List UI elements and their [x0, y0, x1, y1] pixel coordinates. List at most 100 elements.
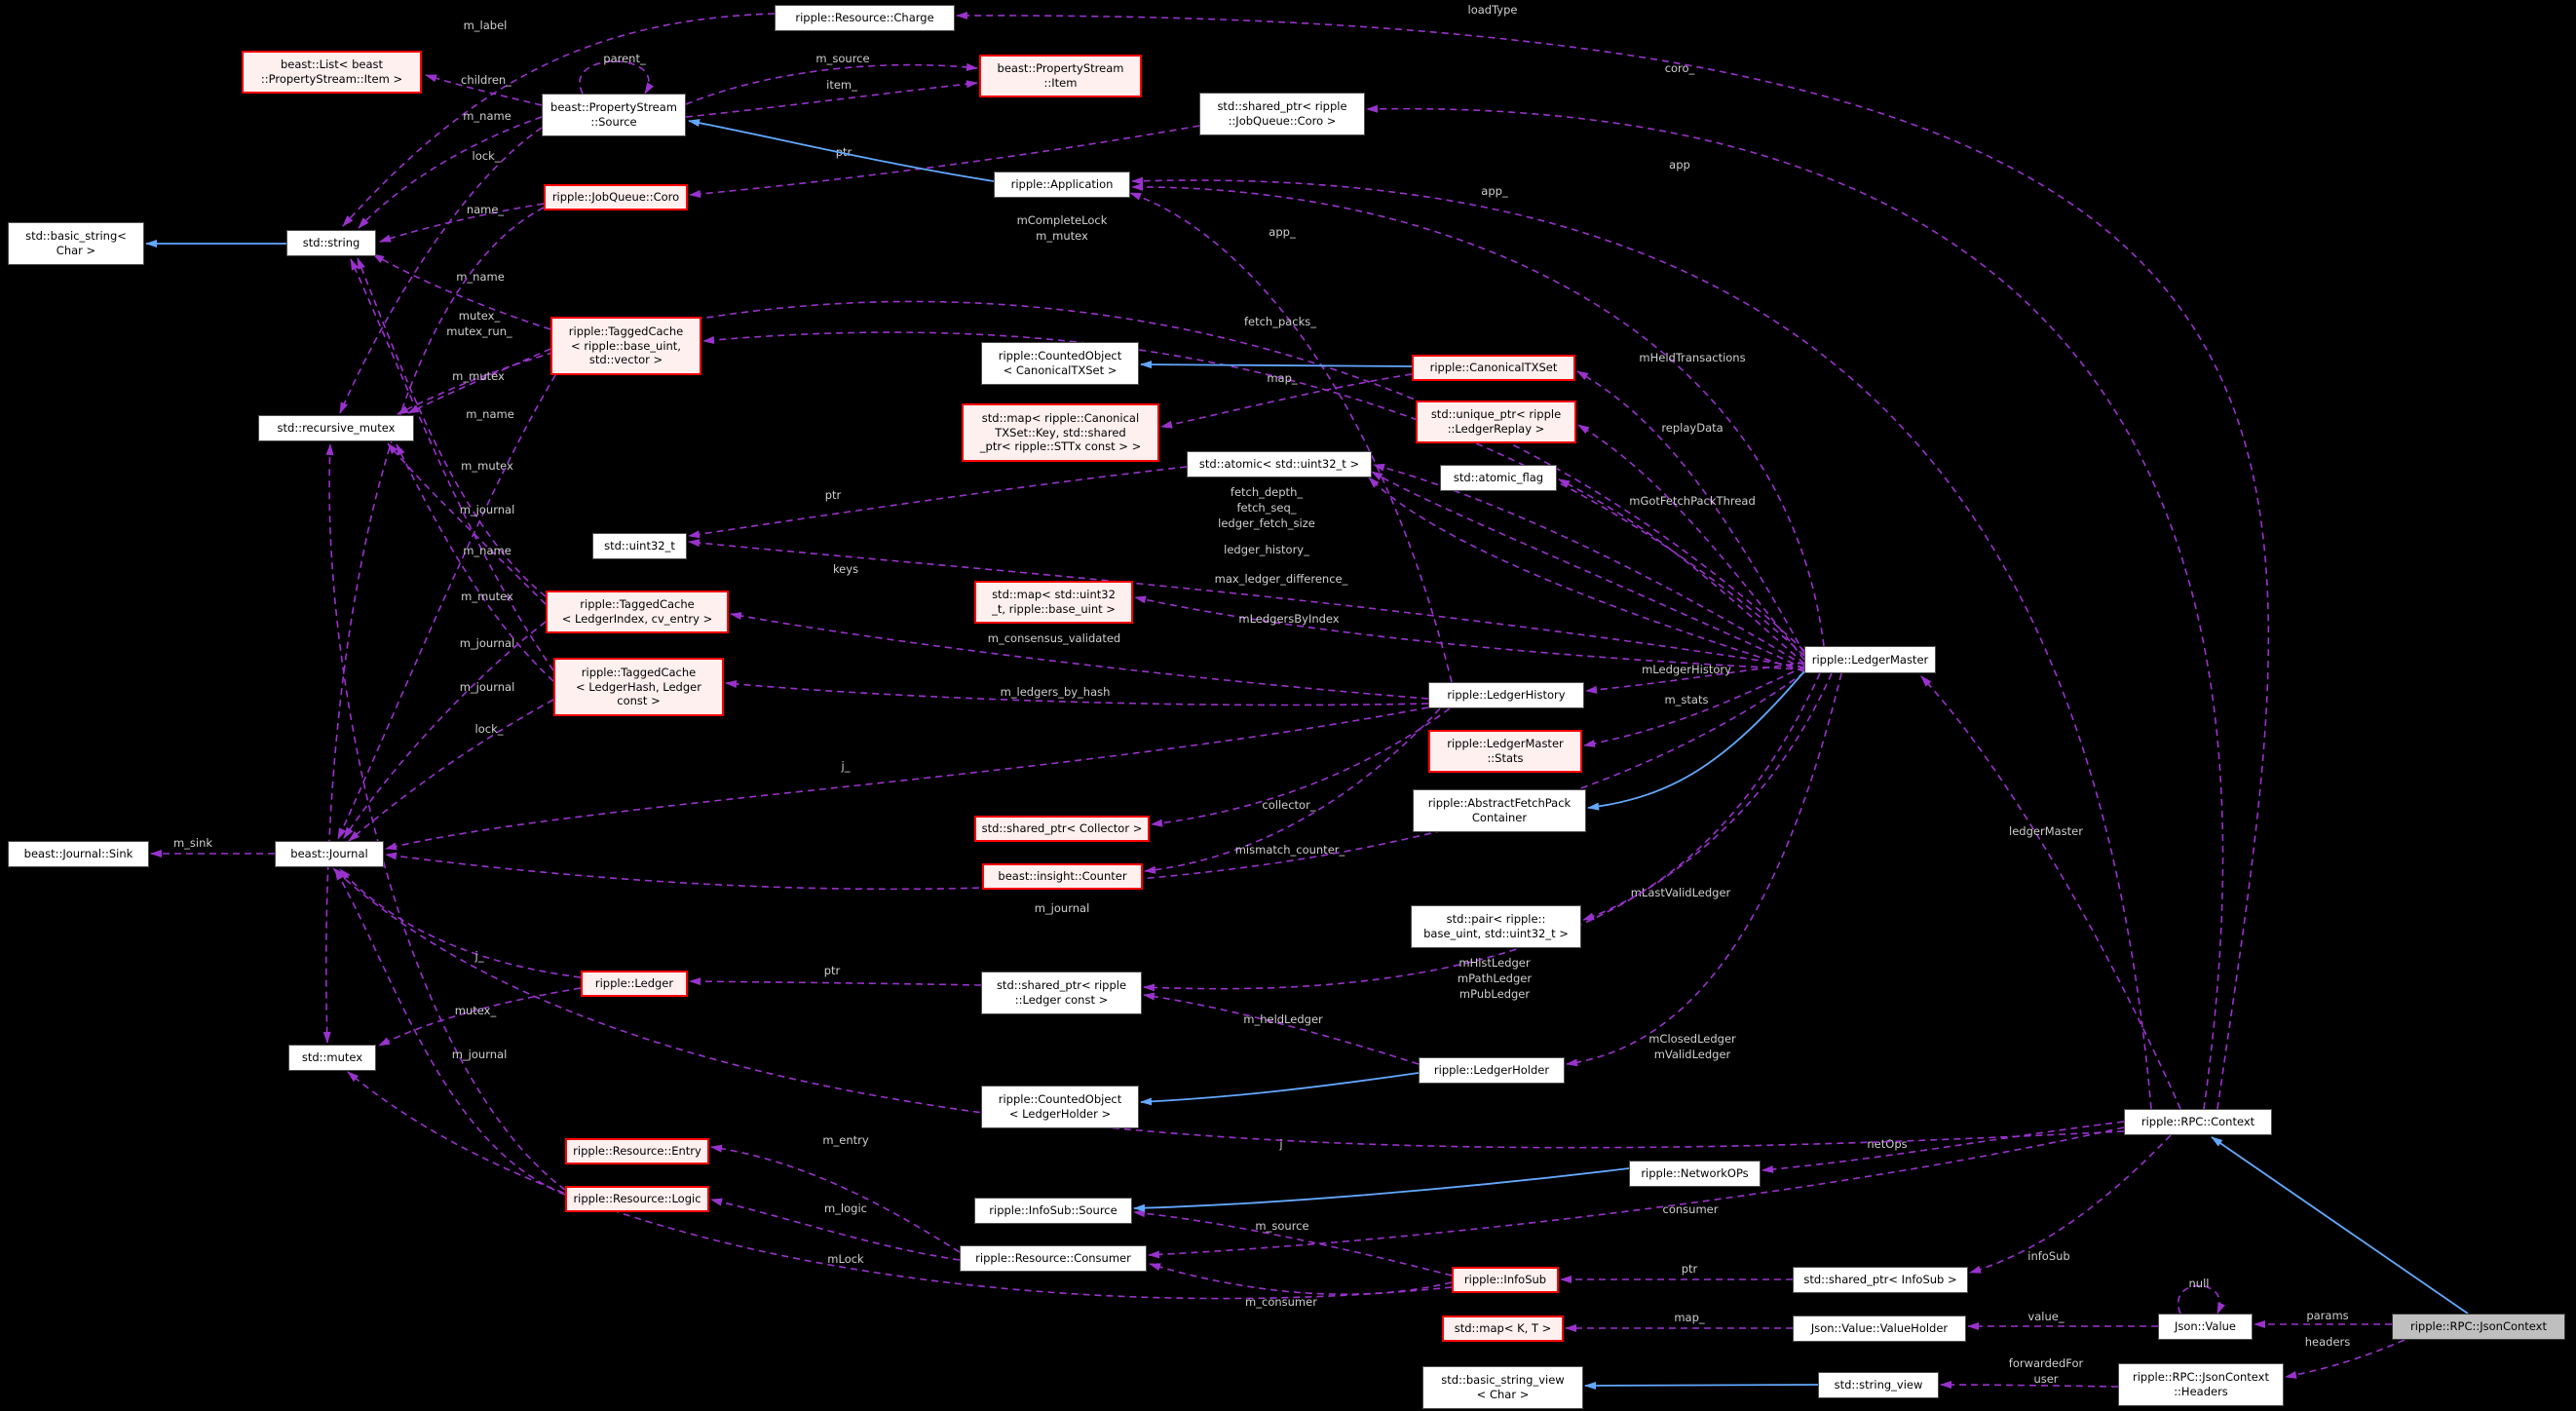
edge-label: lock_	[475, 722, 504, 736]
dependency-edge	[956, 11, 2270, 1110]
edge-label: m_mutex	[461, 459, 513, 473]
node-ripple-resource-entry[interactable]: ripple::Resource::Entry	[565, 1138, 709, 1164]
node-label-line: ripple::Ledger	[594, 976, 674, 991]
edge-label: name_	[467, 203, 505, 216]
node-std-uint32-t[interactable]: std::uint32_t	[592, 533, 687, 559]
node-label-line: ripple::NetworkOPs	[1641, 1166, 1749, 1181]
dependency-edge	[1940, 1381, 2119, 1390]
node-std-string[interactable]: std::string	[286, 230, 376, 256]
dependency-edge	[1373, 463, 1805, 667]
node-std-map-uint32-base-uint[interactable]: std::map< std::uint32_t, ripple::base_ui…	[974, 581, 1133, 624]
node-ripple-countedobject-canonicaltxset[interactable]: ripple::CountedObject< CanonicalTXSet >	[981, 342, 1139, 385]
node-std-recursive-mutex[interactable]: std::recursive_mutex	[258, 415, 414, 441]
dependency-edge	[342, 13, 776, 227]
node-label-line: base_uint, std::uint32_t >	[1423, 927, 1569, 940]
node-ripple-ledgermaster-stats[interactable]: ripple::LedgerMaster::Stats	[1428, 730, 1582, 773]
inheritance-edge	[1140, 1072, 1420, 1106]
dependency-edge	[1576, 370, 1805, 655]
node-label-line: ripple::Resource::Charge	[795, 11, 934, 25]
node-std-shared-ptr-ledger-const[interactable]: std::shared_ptr< ripple::Ledger const >	[981, 972, 1142, 1014]
node-std-basic-string-view[interactable]: std::basic_string_view< Char >	[1422, 1366, 1583, 1409]
edge-label: mLastValidLedger	[1631, 886, 1731, 899]
node-ripple-application[interactable]: ripple::Application	[994, 172, 1130, 198]
node-std-shared-ptr-collector[interactable]: std::shared_ptr< Collector >	[974, 816, 1150, 842]
node-label-line: Json::Value::ValueHolder	[1810, 1321, 1949, 1336]
node-std-mutex[interactable]: std::mutex	[288, 1045, 376, 1071]
node-beast-journal[interactable]: beast::Journal	[275, 841, 384, 867]
node-label-line: ripple::RPC::JsonContext	[2132, 1370, 2269, 1385]
node-std-unique-ptr-ledgerreplay[interactable]: std::unique_ptr< ripple::LedgerReplay >	[1416, 400, 1576, 443]
node-ripple-resource-charge[interactable]: ripple::Resource::Charge	[775, 5, 955, 31]
node-label-line: std::map< std::uint32	[992, 588, 1116, 602]
node-label-line: ::Source	[590, 115, 637, 129]
dependency-edge	[379, 203, 545, 243]
node-label-line: std::atomic_flag	[1453, 471, 1544, 485]
node-ripple-ledgermaster[interactable]: ripple::LedgerMaster	[1804, 646, 1936, 673]
node-ripple-canonicaltxset[interactable]: ripple::CanonicalTXSet	[1412, 355, 1575, 381]
node-std-atomic-flag[interactable]: std::atomic_flag	[1440, 465, 1557, 491]
node-beast-list-propertystream-item[interactable]: beast::List< beast::PropertyStream::Item…	[242, 51, 422, 94]
node-ripple-taggedcache-ledgerindex[interactable]: ripple::TaggedCache< LedgerIndex, cv_ent…	[546, 591, 729, 633]
node-ripple-ledger[interactable]: ripple::Ledger	[581, 971, 688, 997]
node-ripple-infosub[interactable]: ripple::InfoSub	[1452, 1267, 1559, 1293]
edge-label: consumer	[1663, 1202, 1719, 1216]
node-ripple-rpc-jsoncontext-headers[interactable]: ripple::RPC::JsonContext::Headers	[2118, 1363, 2284, 1406]
node-std-basic-string[interactable]: std::basic_string<Char >	[8, 222, 144, 265]
edge-label: m_name	[466, 407, 514, 421]
node-beast-propertystream-item[interactable]: beast::PropertyStream::Item	[979, 55, 1142, 97]
node-beast-journal-sink[interactable]: beast::Journal::Sink	[8, 841, 149, 867]
dependency-edge	[1131, 176, 2152, 1110]
dependency-edge	[1133, 1209, 1453, 1277]
node-ripple-resource-logic[interactable]: ripple::Resource::Logic	[565, 1186, 709, 1212]
edge-label: m_heldLedger	[1243, 1012, 1323, 1026]
edge-label: item_	[826, 78, 857, 92]
node-json-value-valueholder[interactable]: Json::Value::ValueHolder	[1793, 1316, 1966, 1342]
node-ripple-networkops[interactable]: ripple::NetworkOPs	[1629, 1161, 1761, 1187]
node-std-string-view[interactable]: std::string_view	[1818, 1372, 1939, 1398]
edge-label: map_	[1674, 1311, 1705, 1324]
node-label-line: beast::insight::Counter	[998, 869, 1127, 884]
dependency-edge	[688, 466, 1188, 539]
node-std-atomic-uint32[interactable]: std::atomic< std::uint32_t >	[1187, 451, 1372, 477]
dependency-edge	[710, 1144, 961, 1253]
node-std-pair-base-uint[interactable]: std::pair< ripple::base_uint, std::uint3…	[1411, 905, 1581, 948]
dependency-edge	[1585, 662, 1805, 694]
node-std-map-k-t[interactable]: std::map< K, T >	[1442, 1316, 1564, 1342]
node-beast-insight-counter[interactable]: beast::insight::Counter	[982, 863, 1143, 890]
dependency-edge	[1558, 478, 1805, 665]
node-ripple-taggedcache-base-uint[interactable]: ripple::TaggedCache< ripple::base_uint,s…	[550, 317, 701, 375]
node-beast-propertystream-source[interactable]: beast::PropertyStream::Source	[542, 94, 686, 136]
node-ripple-rpc-context[interactable]: ripple::RPC::Context	[2124, 1109, 2272, 1135]
node-ripple-countedobject-ledgerholder[interactable]: ripple::CountedObject< LedgerHolder >	[981, 1086, 1139, 1128]
node-std-shared-ptr-infosub[interactable]: std::shared_ptr< InfoSub >	[1793, 1267, 1968, 1293]
edge-label: m_source	[1255, 1219, 1308, 1233]
dependency-edge	[689, 125, 1200, 198]
node-ripple-resource-consumer[interactable]: ripple::Resource::Consumer	[960, 1245, 1147, 1272]
edge-label: forwardedFor	[2009, 1356, 2084, 1370]
node-label-line: _ptr< ripple::STTx const > >	[979, 439, 1142, 454]
node-label-line: std::shared_ptr< InfoSub >	[1803, 1273, 1957, 1287]
node-label-line: ripple::CountedObject	[998, 349, 1122, 363]
node-std-shared-ptr-coro[interactable]: std::shared_ptr< ripple::JobQueue::Coro …	[1199, 93, 1365, 135]
node-ripple-ledgerhistory[interactable]: ripple::LedgerHistory	[1428, 682, 1584, 708]
edge-label: j_	[474, 949, 484, 963]
dependency-edge	[339, 868, 582, 978]
edge-label: mutex_run_	[446, 324, 512, 338]
edge-label: m_name	[456, 270, 505, 284]
dependency-edge	[325, 443, 566, 1191]
edge-label: ledger_fetch_size	[1218, 516, 1315, 530]
node-ripple-infosub-source[interactable]: ripple::InfoSub::Source	[974, 1198, 1132, 1224]
node-ripple-ledgerholder[interactable]: ripple::LedgerHolder	[1419, 1057, 1565, 1084]
node-ripple-jobqueue-coro[interactable]: ripple::JobQueue::Coro	[544, 184, 688, 210]
edge-label: m_name	[463, 544, 511, 557]
node-label-line: ripple::RPC::Context	[2140, 1115, 2255, 1129]
dependency-edge	[1371, 471, 1805, 669]
node-ripple-rpc-jsoncontext[interactable]: ripple::RPC::JsonContext	[2392, 1314, 2565, 1340]
node-label-line: std::shared_ptr< ripple	[996, 978, 1127, 993]
node-json-value[interactable]: Json::Value	[2158, 1314, 2253, 1340]
dependency-edge	[710, 1198, 961, 1261]
edge-label: children_	[461, 73, 511, 87]
